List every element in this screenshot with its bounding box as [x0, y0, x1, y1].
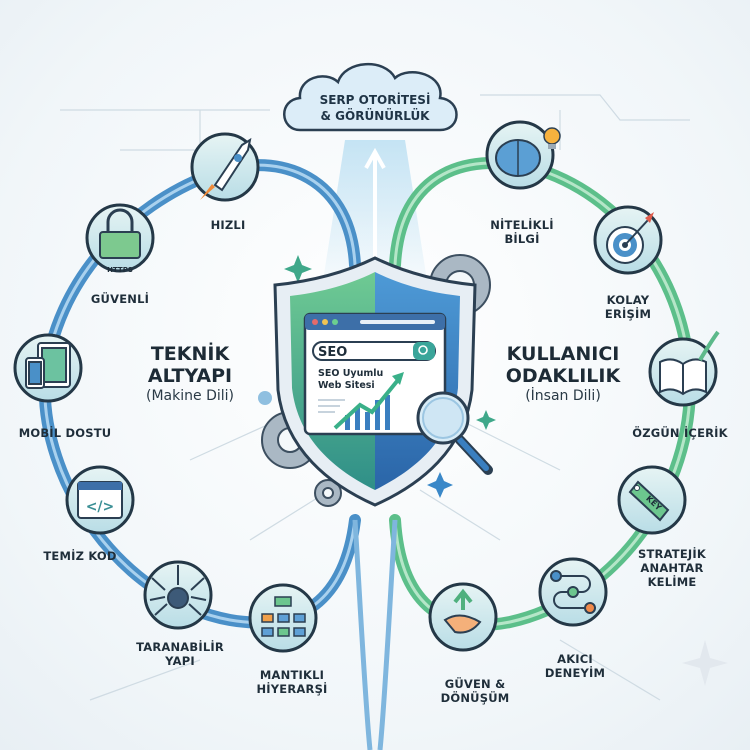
label-crawlable-2: YAPI	[165, 654, 195, 668]
label-trust: GÜVEN &DÖNÜŞÜM	[441, 677, 510, 705]
technical-title: TEKNİK ALTYAPI (Makine Dili)	[146, 343, 234, 406]
site-caption: SEO Uyumlu Web Sitesi	[318, 368, 383, 392]
growth-arrowhead	[392, 372, 404, 385]
rocket-icon	[200, 137, 252, 200]
text-lines	[318, 399, 345, 413]
technical-title-1: TEKNİK	[150, 343, 230, 365]
label-smooth-ux-1: AKICI	[557, 652, 593, 666]
label-keyword-1: STRATEJİK	[638, 547, 706, 561]
magnifier-icon	[416, 391, 493, 475]
label-hierarchy-2: HİYERARŞİ	[256, 682, 328, 696]
label-crawlable-1: TARANABİLİR	[136, 640, 224, 654]
cloud-line-2: & GÖRÜNÜRLÜK	[320, 109, 430, 123]
loop-tails	[352, 519, 398, 750]
cloud-icon	[283, 63, 458, 132]
key-tag-icon	[628, 480, 670, 522]
label-quality-info-2: BİLGİ	[504, 232, 540, 246]
label-keyword-2: ANAHTAR	[640, 561, 704, 575]
sparkle-icon	[284, 255, 728, 686]
handshake-icon	[443, 588, 482, 634]
label-quality-info-1: NİTELİKLİ	[490, 218, 554, 232]
search-value: SEO	[318, 345, 348, 360]
label-accessible-2: ERİŞİM	[604, 307, 652, 321]
lock-icon	[99, 208, 141, 259]
label-accessible-1: KOLAY	[606, 293, 650, 307]
window-dot-red	[312, 319, 318, 325]
flow-icon	[550, 570, 596, 614]
bar-chart-icon	[345, 395, 390, 430]
target-icon	[606, 212, 654, 264]
label-original-content: ÖZGÜN İÇERİK	[632, 426, 728, 440]
technical-subtitle: (Makine Dili)	[146, 388, 234, 404]
site-line-2: Web Sitesi	[318, 380, 375, 391]
code-icon: </>	[77, 481, 123, 519]
search-button	[413, 342, 435, 360]
label-keyword-3: KELİME	[647, 575, 697, 589]
mobile-devices-icon	[25, 342, 71, 389]
label-trust-2: DÖNÜŞÜM	[440, 691, 510, 705]
user-title-1: KULLANICI	[506, 343, 620, 365]
user-title-2: ODAKLILIK	[505, 365, 621, 387]
label-clean-code: TEMİZ KOD	[43, 549, 117, 563]
label-trust-1: GÜVEN &	[444, 677, 506, 691]
search-icon	[418, 345, 428, 355]
label-mobile: MOBİL DOSTU	[18, 426, 112, 440]
label-smooth-ux-2: DENEYİM	[544, 666, 606, 680]
window-dot-yellow	[322, 319, 328, 325]
user-subtitle: (İnsan Dili)	[525, 388, 601, 404]
label-fast: HIZLI	[210, 218, 246, 232]
cloud-line-1: SERP OTORİTESİ	[319, 93, 431, 107]
small-gear-icon	[258, 391, 272, 405]
brain-icon	[495, 139, 541, 177]
cloud-title: SERP OTORİTESİ & GÖRÜNÜRLÜK	[320, 92, 431, 124]
up-arrow-icon	[364, 147, 386, 260]
user-title: KULLANICI ODAKLILIK (İnsan Dili)	[506, 343, 620, 406]
label-secure: GÜVENLİ	[90, 292, 150, 306]
spider-icon	[149, 565, 207, 616]
book-icon	[659, 330, 720, 396]
svg-text:</>: </>	[86, 499, 115, 515]
growth-arrow-icon	[333, 378, 400, 430]
address-bar	[360, 320, 435, 324]
site-line-1: SEO Uyumlu	[318, 368, 384, 379]
window-dot-green	[332, 319, 338, 325]
label-hierarchy-1: MANTIKLI	[259, 668, 325, 682]
lightbulb-icon	[543, 127, 561, 149]
https-badge: HTTPS	[107, 266, 133, 274]
hierarchy-icon	[261, 596, 306, 637]
technical-title-2: ALTYAPI	[147, 365, 233, 387]
